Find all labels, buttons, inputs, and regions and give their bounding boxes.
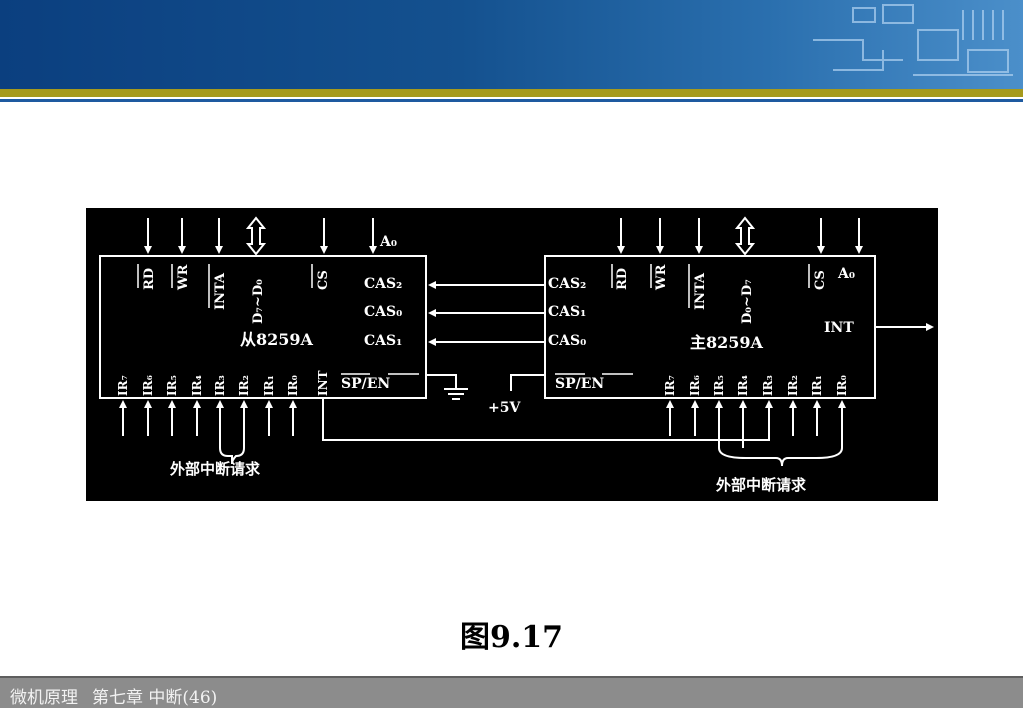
master-pin-ir2: IR₂ <box>786 375 800 396</box>
slave-a0-label: A₀ <box>379 234 397 250</box>
slave-pin-ir4: IR₄ <box>190 375 204 396</box>
cascade-8259a-diagram: A₀ RD WR INTA D₇~D₀ CS CAS₂ CAS₀ CAS₁ 从8… <box>86 208 938 501</box>
slave-top-pin-labels: RD WR INTA D₇~D₀ CS <box>142 264 331 324</box>
slave-pin-data: D₇~D₀ <box>251 279 266 324</box>
master-pin-ir5: IR₅ <box>712 375 726 396</box>
slave-pin-rd: RD <box>142 268 157 290</box>
slave-pin-wr: WR <box>176 264 191 291</box>
slave-chip-box <box>99 255 427 399</box>
slave-pin-ir3: IR₃ <box>213 375 227 396</box>
master-sp-en-label: SP/EN <box>555 376 604 392</box>
master-chip-name: 主8259A <box>690 333 764 352</box>
slave-sp-en-label: SP/EN <box>341 376 390 392</box>
slave-cas0-label: CAS₀ <box>364 304 402 320</box>
master-pin-ir3: IR₃ <box>761 375 775 396</box>
master-cas1-label: CAS₁ <box>548 304 586 320</box>
footer-bar: 微机原理第七章 中断(46) <box>0 676 1023 708</box>
master-pin-ir6: IR₆ <box>688 375 702 396</box>
white-stripe <box>0 97 1023 99</box>
slave-pin-ir1: IR₁ <box>262 375 276 396</box>
slave-cas1-label: CAS₁ <box>364 333 402 349</box>
slave-pin-cs: CS <box>316 270 331 290</box>
master-pin-data: D₀~D₇ <box>740 279 755 324</box>
master-cas0-label: CAS₀ <box>548 333 586 349</box>
slave-chip-name: 从8259A <box>240 330 314 349</box>
master-pin-ir0: IR₀ <box>835 375 849 396</box>
master-pin-ir7: IR₇ <box>663 375 677 396</box>
master-pin-ir4: IR₄ <box>736 375 750 396</box>
master-pin-cs: CS <box>813 270 828 290</box>
ext-request-left-label: 外部中断请求 <box>169 460 261 478</box>
slave-bottom-pin-labels: IR₇ IR₆ IR₅ IR₄ IR₃ IR₂ IR₁ IR₀ INT <box>116 370 330 396</box>
slave-pin-int: INT <box>316 370 330 396</box>
vcc-label: +5V <box>488 400 521 416</box>
footer-text: 微机原理第七章 中断(46) <box>10 683 231 708</box>
slave-pin-inta: INTA <box>213 272 228 310</box>
gold-stripe <box>0 89 1023 97</box>
master-a0-label: A₀ <box>837 266 855 282</box>
slave-pin-ir7: IR₇ <box>116 375 130 396</box>
figure-caption: 图9.17 <box>459 620 564 655</box>
blue-stripe <box>0 99 1023 102</box>
master-pin-inta: INTA <box>693 272 708 310</box>
slave-pin-ir2: IR₂ <box>237 375 251 396</box>
master-pin-rd: RD <box>615 268 630 290</box>
header-banner <box>0 0 1023 89</box>
slave-pin-ir5: IR₅ <box>165 375 179 396</box>
circuit-decoration-icon <box>813 4 1013 76</box>
slave-pin-ir6: IR₆ <box>141 375 155 396</box>
master-pin-wr: WR <box>654 264 669 291</box>
slave-pin-ir0: IR₀ <box>286 375 300 396</box>
master-bottom-pin-labels: IR₇ IR₆ IR₅ IR₄ IR₃ IR₂ IR₁ IR₀ <box>663 375 849 396</box>
master-pin-ir1: IR₁ <box>810 375 824 396</box>
footer-course: 微机原理 <box>10 688 78 708</box>
footer-chapter: 第七章 中断(46) <box>92 688 218 708</box>
slave-cas2-label: CAS₂ <box>364 276 402 292</box>
ext-request-right-label: 外部中断请求 <box>715 476 807 494</box>
diagram-svg: A₀ RD WR INTA D₇~D₀ CS CAS₂ CAS₀ CAS₁ 从8… <box>99 216 934 494</box>
master-cas2-label: CAS₂ <box>548 276 586 292</box>
master-int-label: INT <box>824 320 854 336</box>
master-top-pin-labels: RD WR INTA D₀~D₇ CS <box>615 264 828 324</box>
